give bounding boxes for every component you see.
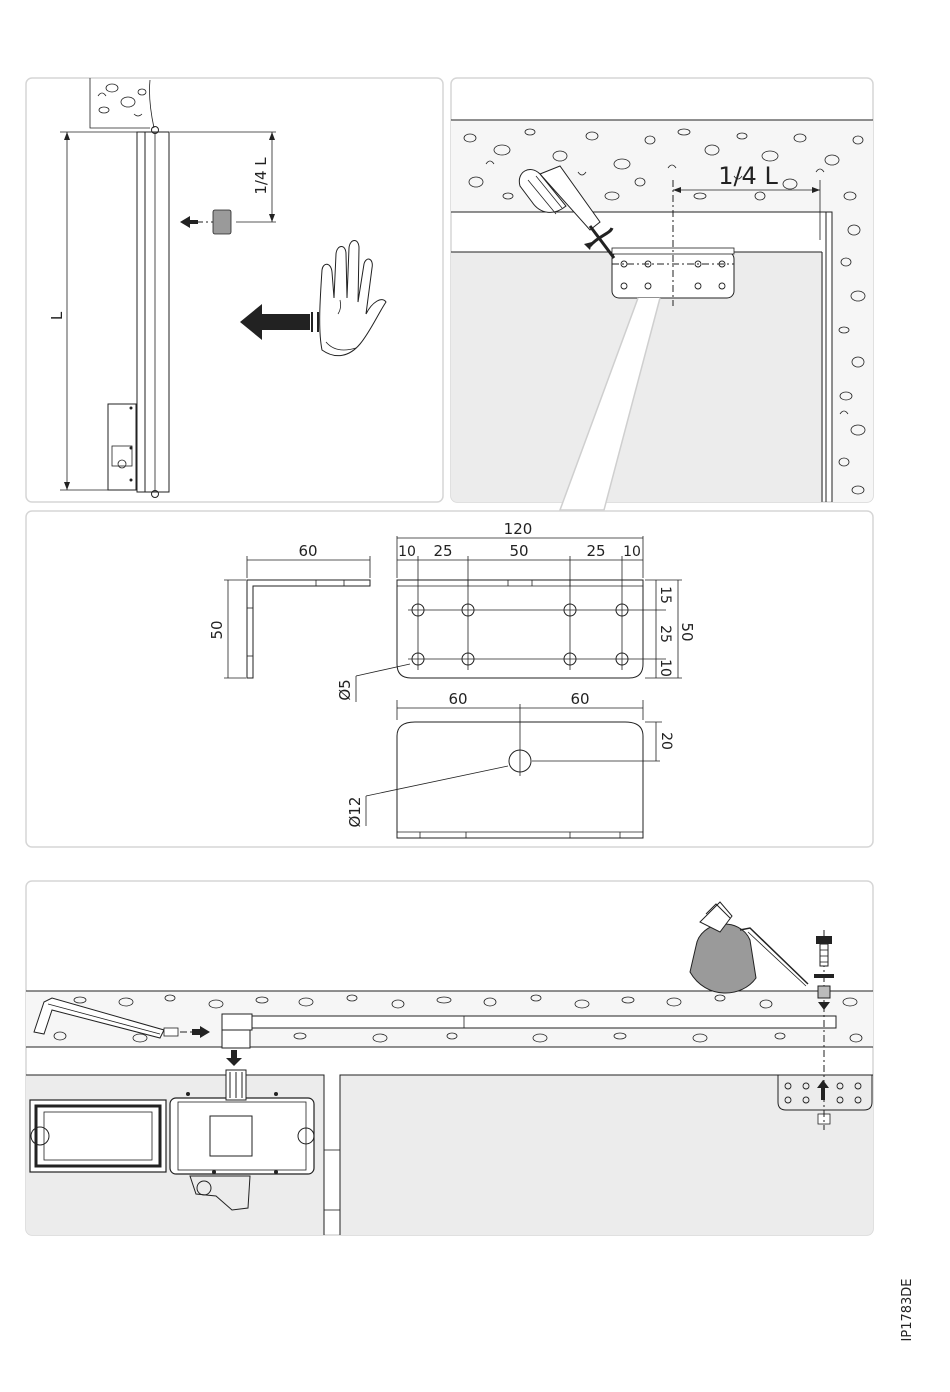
top-segment-3: 50 bbox=[509, 542, 528, 560]
right-segment-2: 25 bbox=[657, 625, 673, 643]
side-height-label: 50 bbox=[208, 620, 226, 639]
top-segment-4: 25 bbox=[586, 542, 605, 560]
document-code: IP1783DE bbox=[886, 1255, 926, 1365]
side-width-label: 60 bbox=[298, 542, 317, 560]
panel-bracket-mount: 1/4 L bbox=[451, 78, 873, 502]
panel-closer-install bbox=[26, 881, 873, 1235]
panel-bracket-drawing: 60 50 bbox=[26, 511, 873, 847]
length-label: L bbox=[48, 311, 66, 320]
top-width-label: 120 bbox=[504, 520, 533, 538]
top-segment-1: 10 bbox=[398, 544, 416, 560]
right-total-label: 50 bbox=[678, 622, 696, 641]
bottom-left-width-label: 60 bbox=[448, 690, 467, 708]
bottom-hole-offset-label: 20 bbox=[658, 732, 674, 750]
top-segment-2: 25 bbox=[433, 542, 452, 560]
document-code-text: IP1783DE bbox=[900, 1279, 915, 1342]
bottom-hole-diameter-label: Ø12 bbox=[346, 797, 364, 828]
quarter-label: 1/4 L bbox=[252, 157, 270, 195]
document-code-svg: IP1783DE bbox=[886, 1255, 926, 1365]
bracket-quarter-label: 1/4 L bbox=[718, 162, 778, 190]
right-segment-3: 10 bbox=[657, 659, 673, 677]
right-segment-1: 15 bbox=[657, 586, 673, 604]
bottom-right-width-label: 60 bbox=[570, 690, 589, 708]
top-segment-5: 10 bbox=[623, 544, 641, 560]
hole-diameter-label: Ø5 bbox=[336, 679, 354, 700]
panel-install-overview: L 1/4 L bbox=[26, 78, 443, 502]
slide-rail bbox=[222, 1014, 836, 1030]
